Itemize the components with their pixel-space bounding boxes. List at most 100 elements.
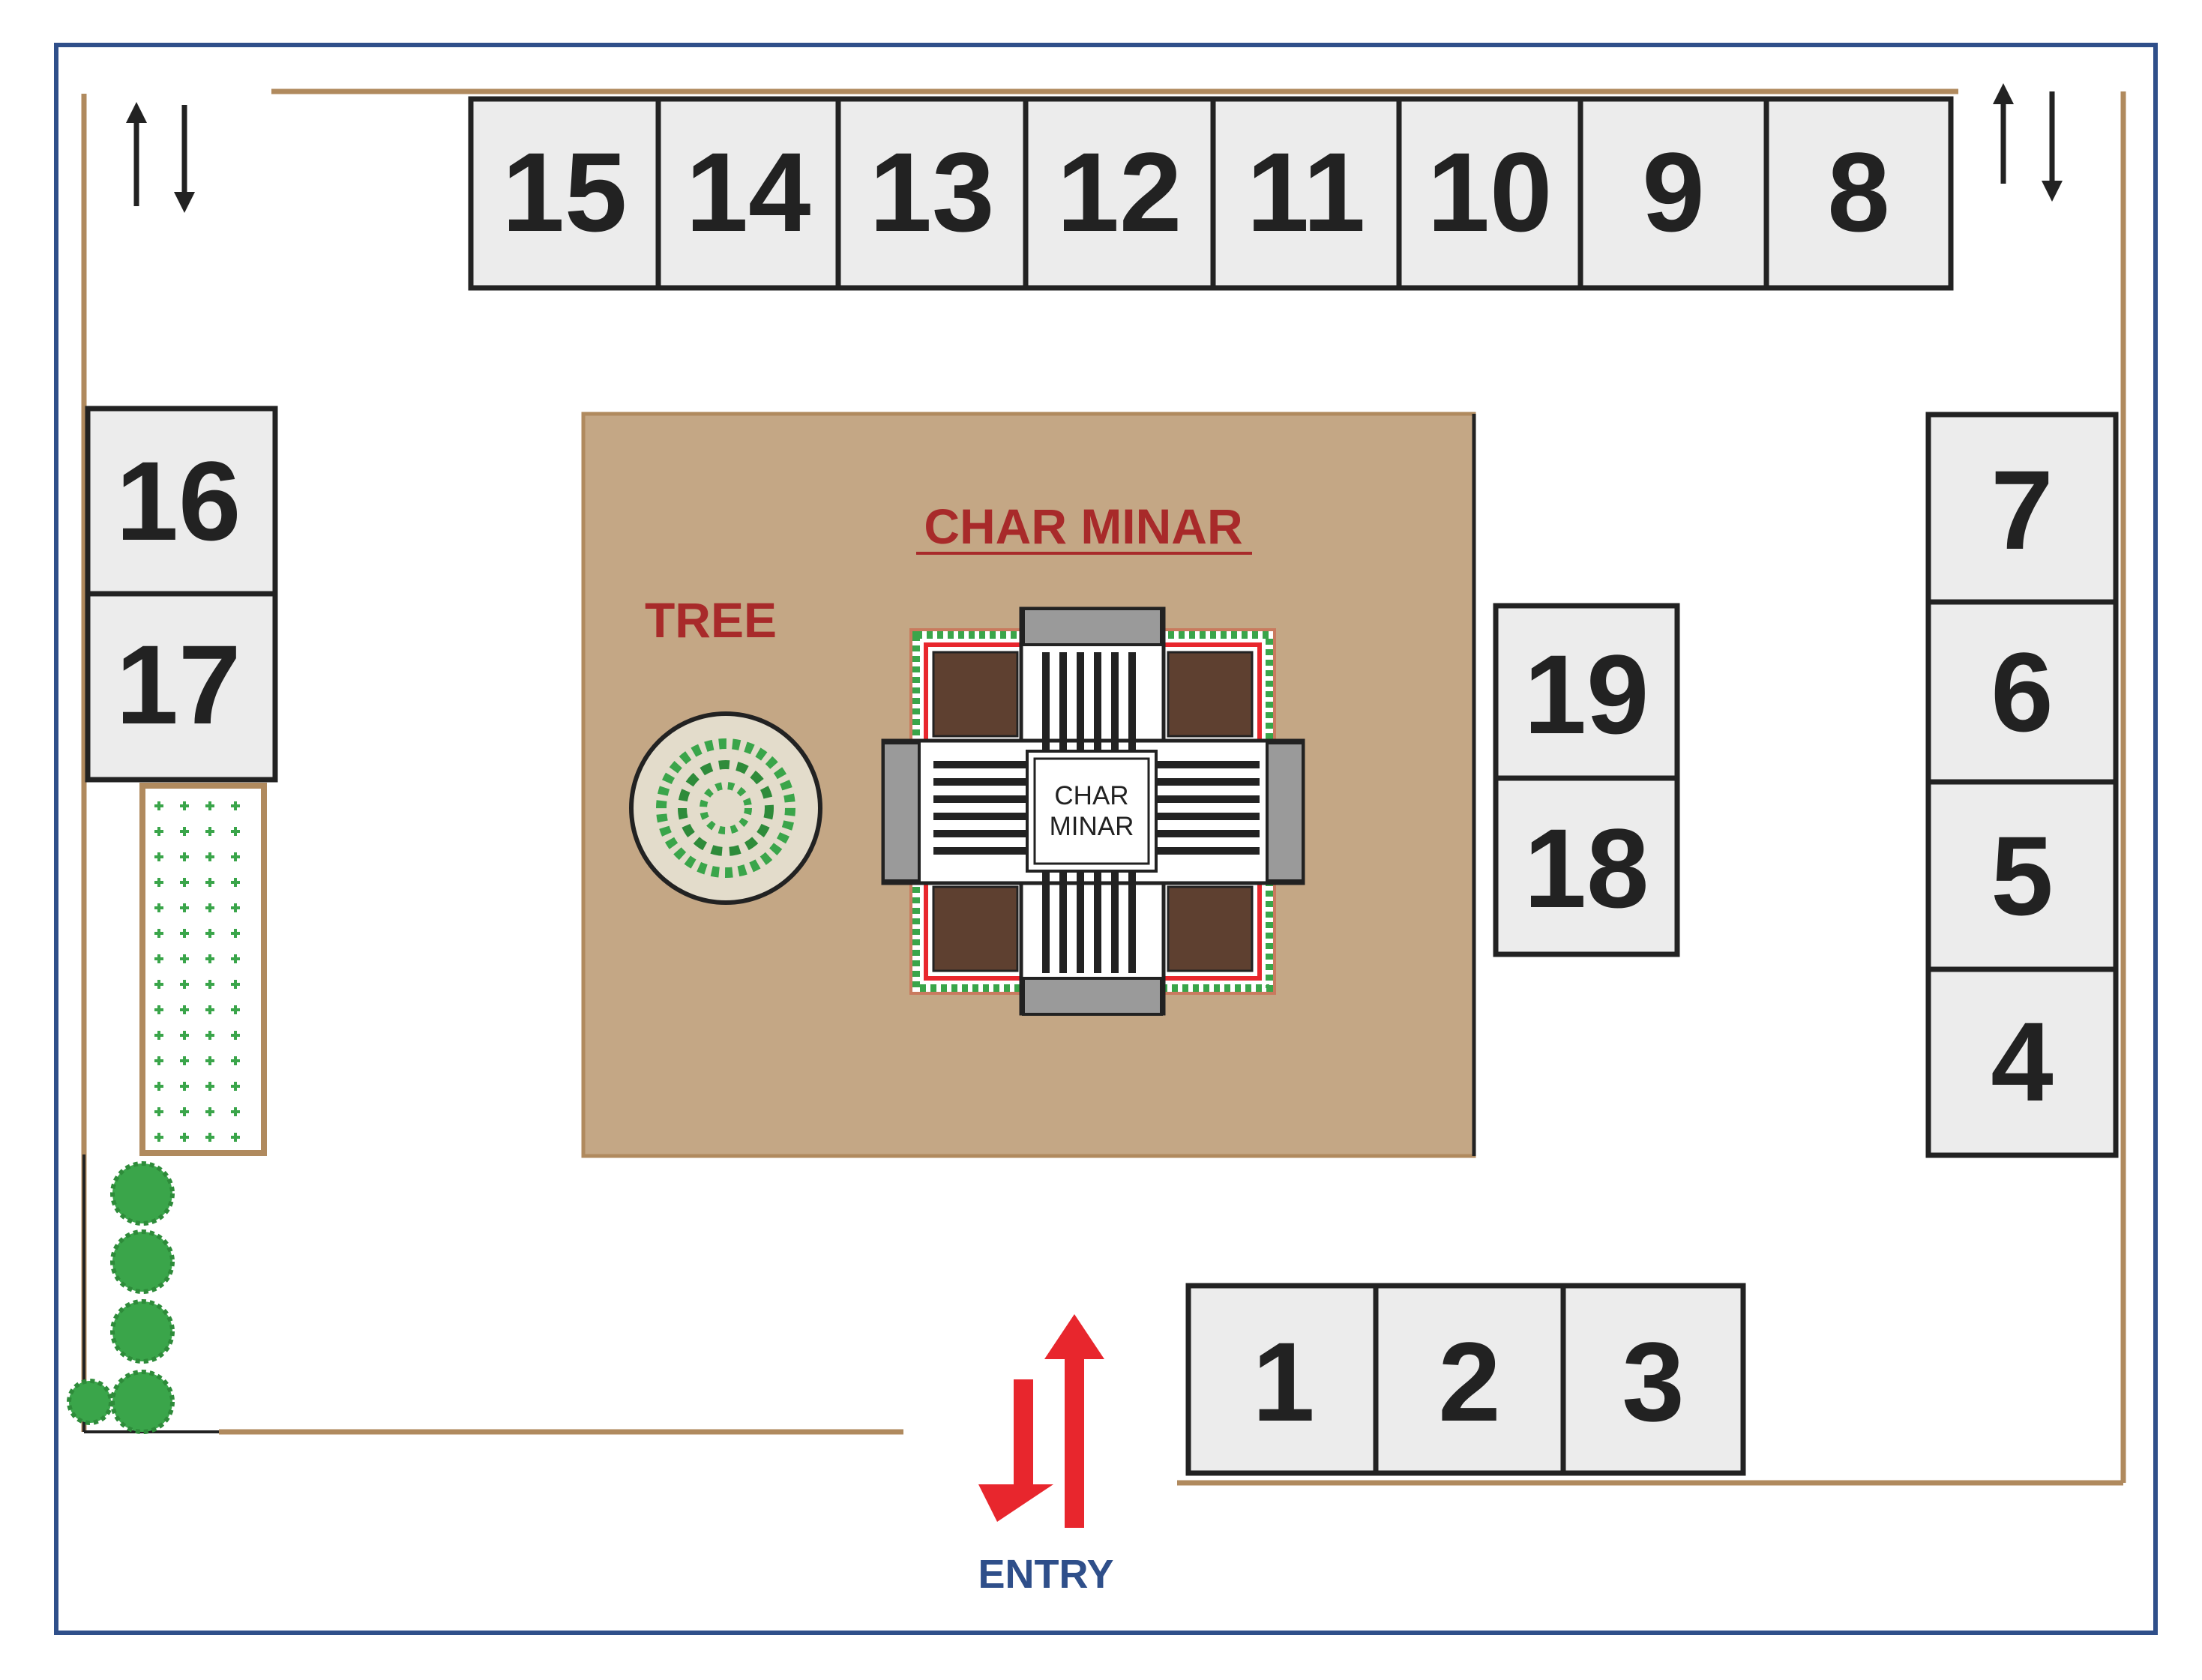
cross-mark: [205, 903, 214, 912]
cross-mark: [154, 1133, 163, 1142]
stall-label: 7: [1991, 447, 2053, 573]
cross-mark: [231, 903, 240, 912]
stall-3[interactable]: 3: [1560, 1283, 1746, 1476]
cross-mark: [205, 852, 214, 861]
stall-12[interactable]: 12: [1023, 96, 1216, 291]
cross-mark: [154, 827, 163, 836]
shrub-icon: [110, 1161, 175, 1226]
cross-mark: [231, 1056, 240, 1065]
char-minar-plan: CHAR MINAR: [881, 606, 1305, 1016]
shrub-icon: [110, 1229, 175, 1294]
cross-mark: [180, 980, 189, 989]
cross-mark: [231, 1082, 240, 1091]
stalls: 15 14 13 12 11 10 9 8 16 17 19 18 7 6 5 …: [85, 96, 2119, 1476]
stall-14[interactable]: 14: [655, 96, 841, 291]
stall-label: 1: [1252, 1319, 1314, 1445]
stall-label: 2: [1438, 1319, 1500, 1445]
cross-mark: [231, 929, 240, 938]
cross-mark: [205, 878, 214, 887]
stall-label: 9: [1642, 129, 1704, 255]
cross-mark: [231, 954, 240, 963]
cross-mark: [180, 1133, 189, 1142]
cross-mark: [154, 929, 163, 938]
stall-15[interactable]: 15: [468, 96, 661, 291]
stall-9[interactable]: 9: [1577, 96, 1769, 291]
cross-mark: [231, 980, 240, 989]
up-down-arrows-icon: [1993, 83, 2063, 202]
stall-label: 10: [1428, 129, 1553, 255]
stall-5[interactable]: 5: [1925, 779, 2119, 972]
cross-mark: [180, 954, 189, 963]
stall-6[interactable]: 6: [1925, 599, 2119, 785]
cross-mark: [180, 903, 189, 912]
cross-mark: [154, 801, 163, 810]
tree-label: TREE: [645, 592, 777, 648]
cross-mark: [205, 1133, 214, 1142]
shrubs: [67, 1161, 175, 1434]
cross-mark: [205, 801, 214, 810]
stall-label: 5: [1991, 813, 2053, 939]
cross-mark: [154, 954, 163, 963]
stall-label: 12: [1057, 129, 1182, 255]
stall-17[interactable]: 17: [85, 591, 278, 783]
stall-label: 14: [686, 129, 811, 255]
shrub-icon: [110, 1370, 175, 1434]
cross-mark: [231, 827, 240, 836]
stall-label: 16: [116, 438, 241, 564]
cross-mark: [180, 1056, 189, 1065]
cross-mark: [205, 1031, 214, 1040]
center-label-line2: MINAR: [1050, 812, 1134, 841]
cross-mark: [205, 827, 214, 836]
cross-mark: [154, 852, 163, 861]
up-down-arrows-icon: [126, 102, 195, 213]
cross-mark: [180, 801, 189, 810]
cross-mark: [180, 1005, 189, 1014]
stall-16[interactable]: 16: [85, 406, 278, 597]
stall-4[interactable]: 4: [1925, 966, 2119, 1158]
stall-label: 4: [1991, 999, 2053, 1124]
cross-mark: [154, 1005, 163, 1014]
stall-label: 11: [1247, 129, 1366, 255]
cross-mark: [154, 1107, 163, 1116]
stall-label: 15: [502, 129, 628, 255]
stall-7[interactable]: 7: [1925, 412, 2119, 605]
shrub-icon: [67, 1379, 113, 1425]
cross-mark: [180, 1082, 189, 1091]
cross-mark: [231, 1107, 240, 1116]
stall-label: 19: [1524, 631, 1649, 757]
cross-mark: [231, 1005, 240, 1014]
cross-mark: [154, 1031, 163, 1040]
stall-18[interactable]: 18: [1493, 775, 1680, 957]
cross-mark: [205, 980, 214, 989]
stall-19[interactable]: 19: [1493, 603, 1680, 781]
tree-icon: [629, 711, 822, 905]
entry-label: ENTRY: [978, 1552, 1113, 1597]
stall-label: 6: [1991, 629, 2053, 755]
cross-mark: [154, 903, 163, 912]
cross-mark: [205, 929, 214, 938]
stall-label: 8: [1827, 129, 1889, 255]
monument-title: CHAR MINAR: [924, 499, 1242, 554]
stall-11[interactable]: 11: [1210, 96, 1402, 291]
cross-mark: [180, 1031, 189, 1040]
cross-mark: [231, 852, 240, 861]
stall-10[interactable]: 10: [1396, 96, 1583, 291]
cross-mark: [205, 1005, 214, 1014]
cross-mark: [231, 1133, 240, 1142]
cross-mark: [231, 1031, 240, 1040]
stall-label: 18: [1524, 805, 1649, 931]
entry-arrows-icon[interactable]: [978, 1314, 1104, 1528]
shrub-icon: [110, 1299, 175, 1364]
cross-mark: [205, 1082, 214, 1091]
stall-13[interactable]: 13: [835, 96, 1029, 291]
stall-8[interactable]: 8: [1763, 96, 1954, 291]
stall-2[interactable]: 2: [1373, 1283, 1566, 1476]
cross-mark: [180, 1107, 189, 1116]
stall-1[interactable]: 1: [1185, 1283, 1379, 1476]
stall-label: 17: [116, 621, 241, 747]
cross-mark: [180, 852, 189, 861]
green-strip: [139, 783, 267, 1156]
cross-mark: [205, 954, 214, 963]
center-label-line1: CHAR: [1054, 781, 1128, 810]
